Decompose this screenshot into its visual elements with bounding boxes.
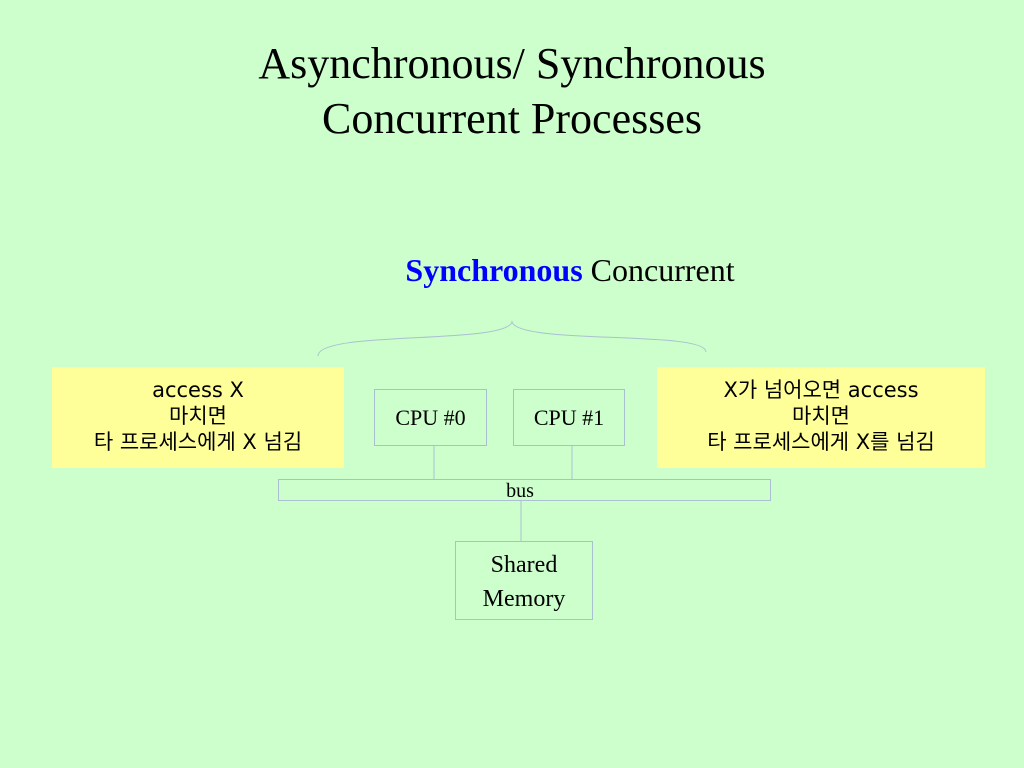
heading-accent-text: Synchronous [405,252,583,288]
shared-memory-box: Shared Memory [455,541,593,620]
right-note-line-1: X가 넘어오면 access [723,378,919,402]
title-line-2: Concurrent Processes [321,94,702,143]
section-heading: Synchronous Concurrent [320,250,820,290]
title-line-1: Asynchronous/ Synchronous [258,39,766,88]
left-note-line-1: access X [152,378,244,402]
left-note-line-2: 마치면 [169,404,227,428]
left-note-line-3: 타 프로세스에게 X 넘김 [93,430,303,454]
bus-label: bus [506,480,534,502]
heading-rest-text: Concurrent [582,252,735,288]
bus-bar [278,479,771,501]
cpu-0-box: CPU #0 [374,389,487,446]
memory-label-line-2: Memory [482,586,566,612]
right-process-note: X가 넘어오면 access 마치면 타 프로세스에게 X를 넘김 [657,367,985,468]
left-process-note: access X 마치면 타 프로세스에게 X 넘김 [52,367,344,468]
memory-label-line-1: Shared [490,552,558,578]
cpu-1-box: CPU #1 [513,389,625,446]
right-note-line-2: 마치면 [792,404,850,428]
right-note-line-3: 타 프로세스에게 X를 넘김 [707,430,935,454]
slide-title: Asynchronous/ Synchronous Concurrent Pro… [0,36,1024,146]
curly-brace [317,320,707,357]
